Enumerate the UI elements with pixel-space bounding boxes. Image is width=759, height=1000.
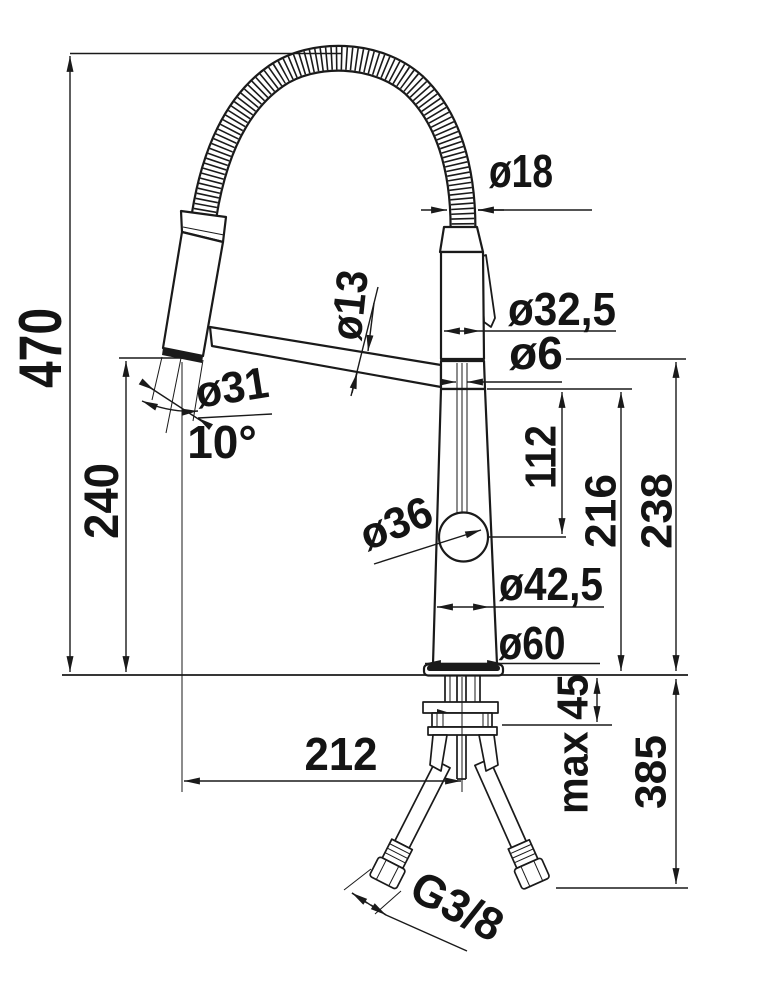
base-flange-top	[427, 665, 500, 671]
dimension-annotations: 470 240 ø18 ø32,5 ø6	[7, 52, 688, 952]
dim-label-max45: max 45	[548, 674, 597, 814]
dim-label-o36: ø36	[353, 487, 440, 560]
dim-label-240: 240	[76, 463, 129, 539]
dim-label-216: 216	[576, 474, 625, 548]
dim-label-o60: ø60	[499, 617, 566, 669]
dim-supply-thread: G3/8	[343, 860, 512, 952]
dim-label-470: 470	[7, 308, 74, 388]
ball-joint	[437, 511, 490, 563]
mounting-plate-upper	[422, 701, 499, 714]
dim-label-o13: ø13	[322, 268, 378, 343]
dim-label-o6: ø6	[509, 327, 563, 379]
dim-body-bottom-diameter: ø42,5	[436, 558, 604, 611]
body-upper-section	[439, 250, 486, 361]
dim-spout-reach: 212	[181, 362, 463, 792]
handspray-collar-joint	[182, 226, 225, 236]
dim-label-o42-5: ø42,5	[499, 558, 603, 610]
dim-inner-hose-diameter: ø6	[440, 327, 563, 386]
dim-joint-height: 238	[566, 358, 686, 672]
mounting-hardware	[369, 676, 550, 890]
clamp-leg-left	[429, 734, 448, 772]
clamp-leg-right	[478, 734, 499, 772]
faucet-geometry	[62, 44, 688, 890]
dim-upper-section: 112	[487, 388, 632, 538]
dim-label-212: 212	[305, 728, 378, 780]
dim-overall-height: 470	[7, 52, 341, 673]
dim-label-385: 385	[626, 735, 675, 809]
dim-label-g38: G3/8	[402, 860, 512, 951]
dim-spray-outlet-height: 240	[76, 357, 197, 673]
dim-label-o18: ø18	[489, 145, 553, 197]
dim-hose-diameter: ø18	[421, 145, 592, 214]
hose-nut-left	[369, 856, 406, 890]
spring-hose	[190, 44, 477, 229]
supply-hose-right	[474, 758, 550, 890]
dim-base-diameter: ø60	[424, 617, 600, 669]
faucet-body	[422, 225, 505, 677]
hose-nut-right	[513, 857, 550, 890]
dim-pipe-diameter: ø13	[322, 268, 379, 397]
dim-label-10deg: 10°	[187, 416, 257, 468]
handspray	[161, 209, 228, 363]
dim-hose-drop: 385	[556, 678, 688, 889]
dim-body-top-diameter: ø32,5	[443, 283, 616, 335]
body-mid-section	[439, 359, 487, 391]
dim-label-o31: ø31	[192, 358, 272, 418]
dim-label-238: 238	[632, 473, 681, 549]
dim-label-o32-5: ø32,5	[508, 283, 616, 335]
handspray-nozzle	[162, 348, 203, 363]
dim-label-112: 112	[516, 425, 565, 489]
dim-spray-diameter: ø31	[138, 356, 273, 430]
body-top-collar	[438, 225, 485, 254]
dim-deck-thickness: max 45	[502, 674, 612, 814]
dim-body-height: 216	[576, 391, 625, 672]
